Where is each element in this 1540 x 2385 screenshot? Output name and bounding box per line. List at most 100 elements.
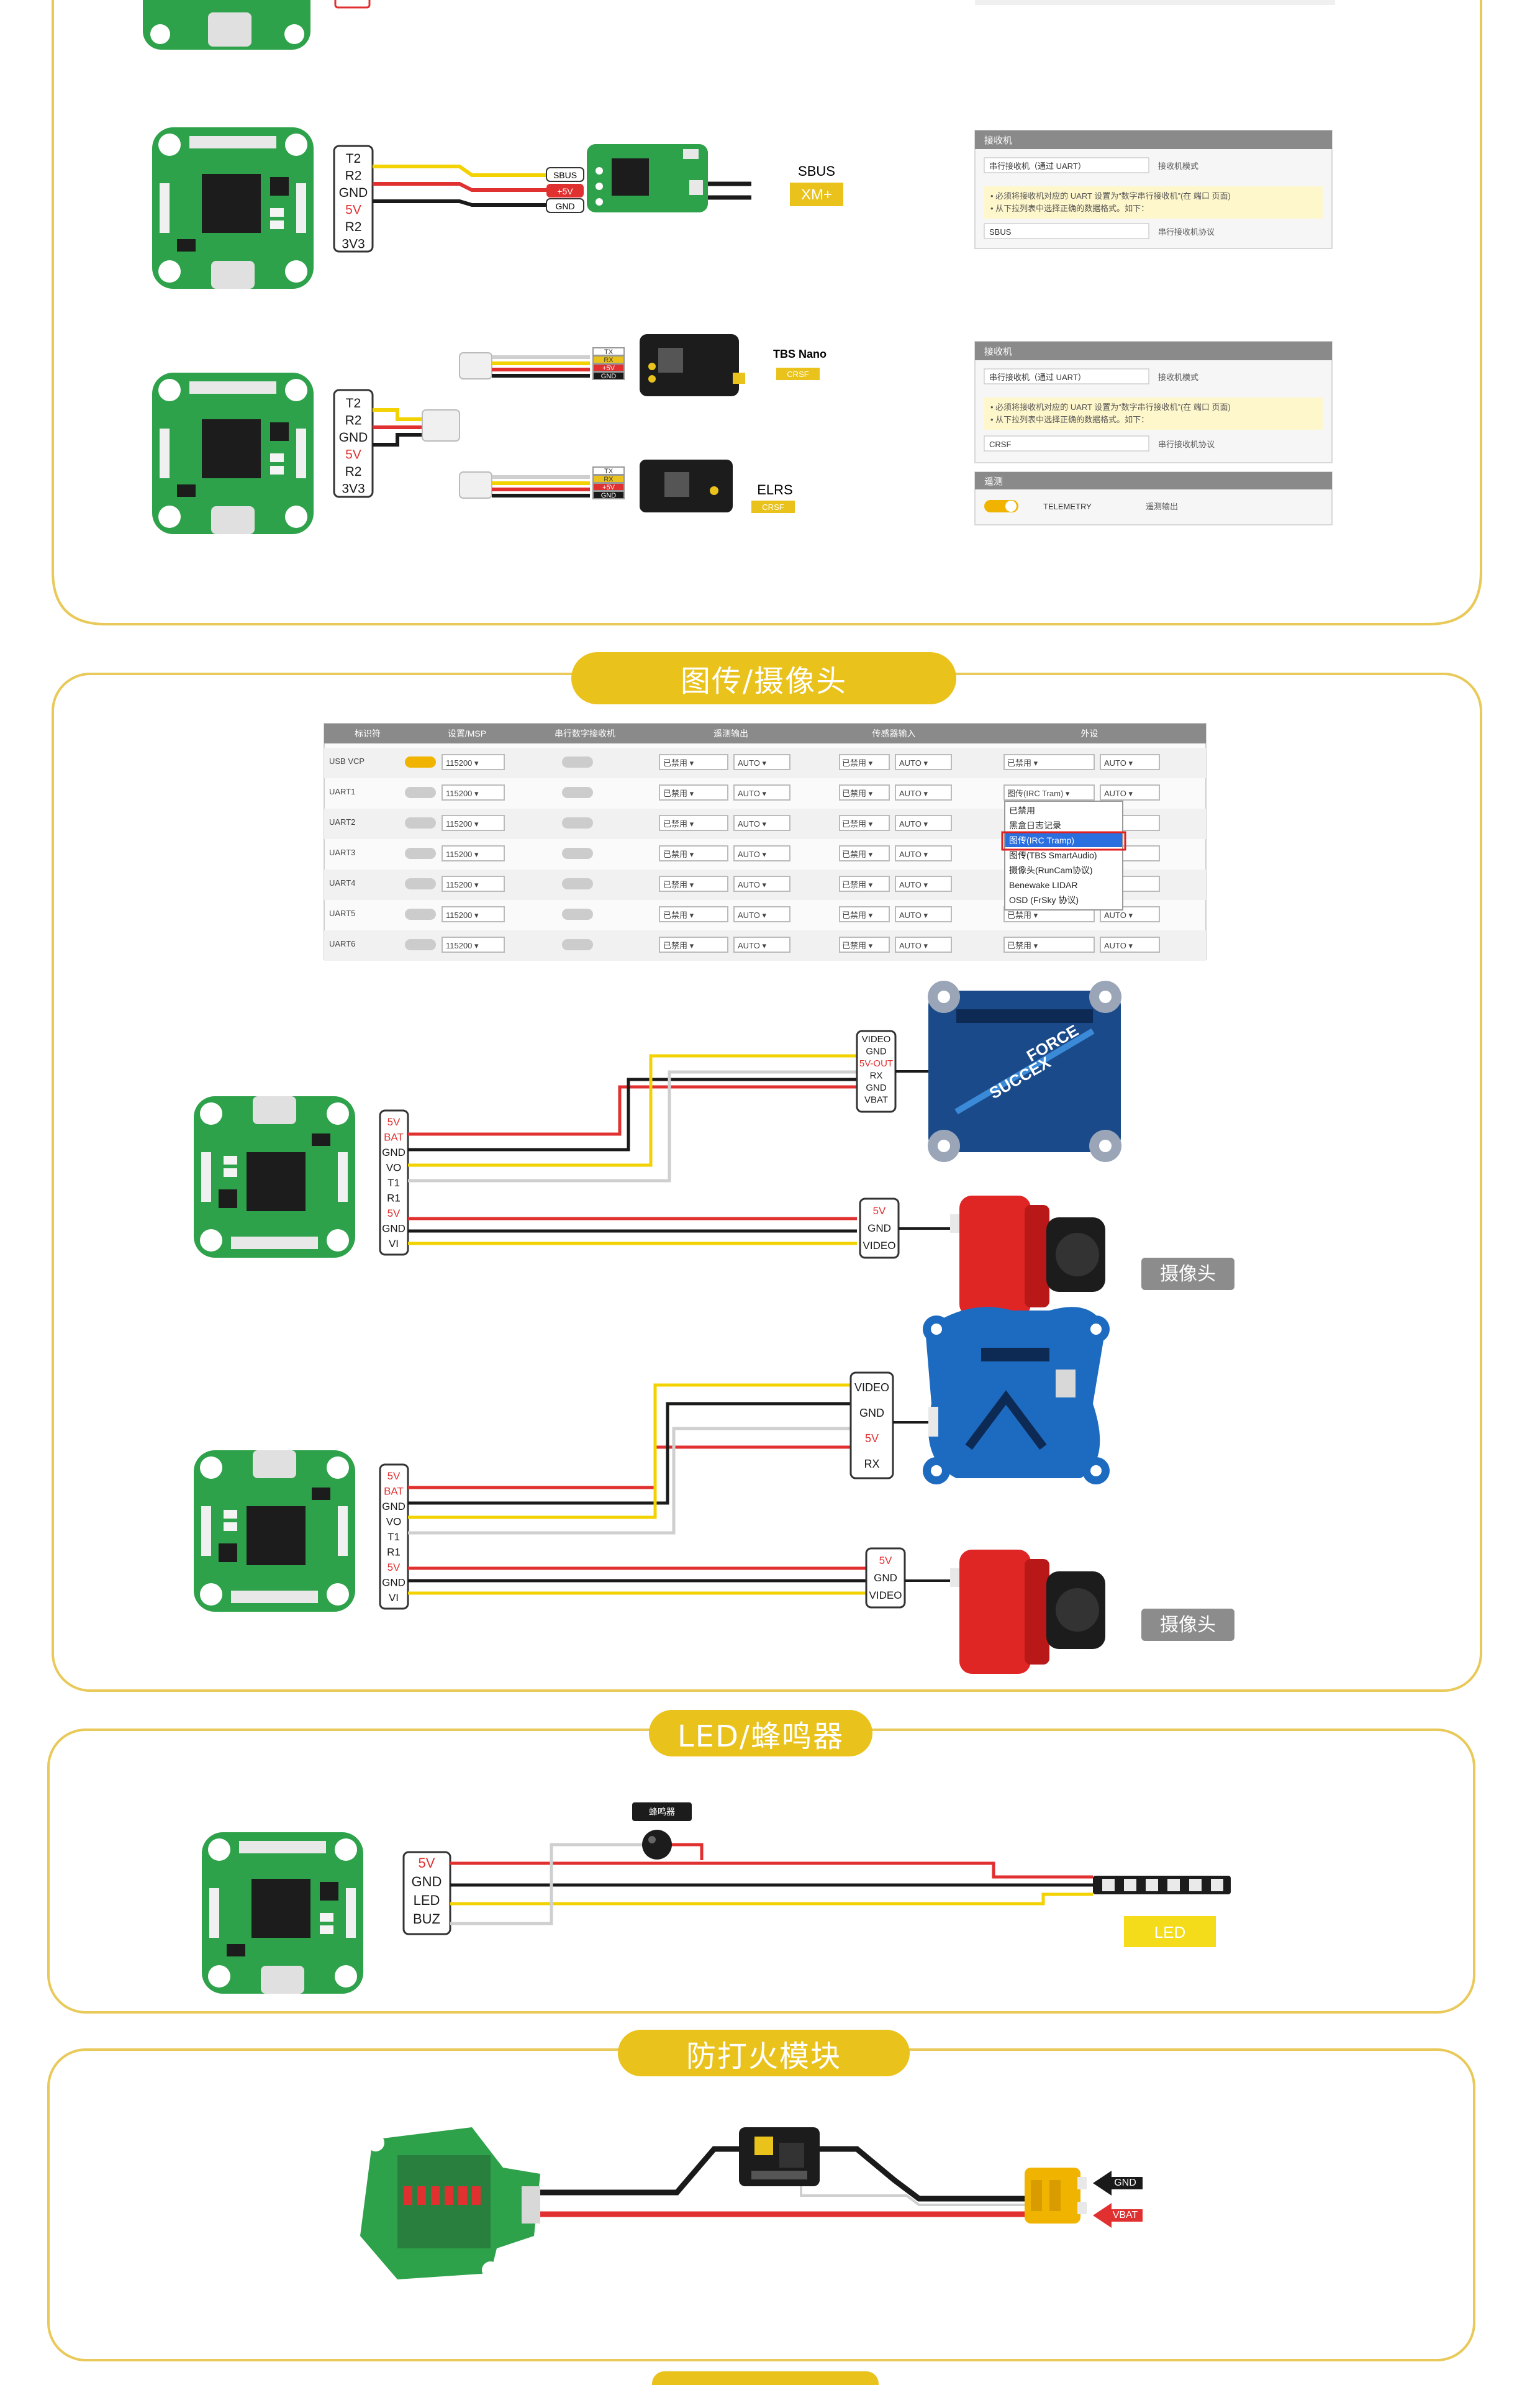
- msp-toggle[interactable]: [405, 756, 436, 768]
- baud-value: 115200 ▾: [446, 941, 479, 950]
- sensor-select: [839, 784, 890, 801]
- fc-pin-label: VO: [386, 1516, 402, 1528]
- svg-text:串行接收机（通过 UART）: 串行接收机（通过 UART）: [989, 161, 1086, 171]
- section-banner-led: LED/蜂鸣器: [649, 1710, 872, 1756]
- sensor-baud: AUTO ▾: [899, 819, 928, 829]
- fc-pin-label: 3V3: [342, 482, 365, 496]
- crsf-pin-label: TX: [604, 468, 614, 475]
- sensor-value: 已禁用 ▾: [842, 819, 873, 829]
- peripheral-baud-select: [1100, 937, 1160, 953]
- fc-pin-label: R2: [345, 414, 362, 428]
- baud-value: 115200 ▾: [446, 850, 479, 859]
- receiver-config-panel-crsf: 接收机 串行接收机（通过 UART） 接收机模式 • 必须将接收机对应的 UAR…: [974, 341, 1333, 463]
- vtx-succex-force: SUCCEX FORCE: [928, 981, 1121, 1162]
- camera-1: [950, 1196, 1105, 1317]
- serial-rx-toggle[interactable]: [562, 848, 593, 859]
- fc-board-led: [202, 1832, 363, 1994]
- sbus-wires: [373, 165, 546, 207]
- serial-rx-toggle[interactable]: [562, 817, 593, 829]
- msp-toggle[interactable]: [405, 817, 436, 829]
- svg-text:• 从下拉列表中选择正确的数据格式。如下：: • 从下拉列表中选择正确的数据格式。如下：: [990, 204, 1149, 213]
- svg-text:CRSF: CRSF: [989, 440, 1011, 449]
- sbus-receiver: [587, 144, 751, 212]
- table-header: 串行数字接收机: [555, 729, 615, 738]
- peripheral-baud-select: [1100, 784, 1160, 801]
- elrs-badge: CRSF: [762, 502, 784, 512]
- svg-text:TELEMETRY: TELEMETRY: [1043, 502, 1092, 511]
- sensor-select: [839, 754, 890, 770]
- table-header: 传感器输入: [872, 729, 916, 738]
- dropdown-option: 已禁用: [1009, 806, 1035, 815]
- fc-pin-label: BAT: [384, 1486, 404, 1497]
- sensor-baud-select: [895, 815, 952, 831]
- tbs-badge: CRSF: [787, 370, 808, 379]
- sensor-baud: AUTO ▾: [899, 789, 928, 798]
- table-header: 标识符: [355, 729, 381, 738]
- sensor-select: [839, 876, 890, 892]
- fc-board-vtx2: [194, 1450, 355, 1612]
- msp-toggle[interactable]: [405, 787, 436, 798]
- crsf-pin-label: +5V: [602, 365, 615, 372]
- serial-rx-toggle[interactable]: [562, 909, 593, 920]
- baud-value: 115200 ▾: [446, 819, 479, 829]
- table-header: 外设: [1081, 729, 1098, 738]
- svg-text:串行接收机协议: 串行接收机协议: [1158, 440, 1215, 449]
- telemetry-baud-select: [733, 815, 790, 831]
- baud-select: [442, 784, 505, 801]
- sensor-baud-select: [895, 906, 952, 922]
- receiver-panel-border: [52, 0, 1482, 625]
- fc-board-top-partial: [143, 0, 1335, 50]
- buzzer: 蜂鸣器: [632, 1802, 692, 1860]
- telemetry-value: 已禁用 ▾: [663, 758, 694, 768]
- crsf-pin-label: GND: [601, 492, 617, 499]
- serial-rx-toggle[interactable]: [562, 878, 593, 889]
- vtx-pin-label: 5V-OUT: [859, 1058, 893, 1069]
- serial-rx-toggle[interactable]: [562, 939, 593, 950]
- table-cell-id: UART2: [329, 817, 355, 827]
- fc-pin-label: GND: [339, 430, 368, 445]
- svg-text:接收机: 接收机: [984, 347, 1012, 357]
- peripheral-select: [1003, 754, 1095, 770]
- camera-pin-label: GND: [874, 1572, 897, 1584]
- led-buzzer-wires: [450, 1843, 1093, 1925]
- svg-text:GND: GND: [555, 201, 574, 211]
- fc-board-crsf: [152, 373, 314, 534]
- sensor-value: 已禁用 ▾: [842, 880, 873, 889]
- tbs-nano-label: TBS Nano: [773, 348, 827, 360]
- sensor-baud: AUTO ▾: [899, 941, 928, 950]
- sensor-value: 已禁用 ▾: [842, 758, 873, 768]
- fc-pin-label: BUZ: [413, 1911, 440, 1927]
- peripheral-value: 已禁用 ▾: [1007, 911, 1038, 920]
- table-cell-id: UART4: [329, 878, 355, 888]
- fc-board-vtx1: [194, 1096, 355, 1258]
- msp-toggle[interactable]: [405, 909, 436, 920]
- telemetry-baud: AUTO ▾: [738, 819, 766, 829]
- camera-2: [950, 1550, 1105, 1674]
- sensor-select: [839, 845, 890, 861]
- telemetry-baud: AUTO ▾: [738, 758, 766, 768]
- table-cell-id: UART6: [329, 939, 355, 948]
- vtx-pin-label: GND: [866, 1047, 887, 1057]
- baud-value: 115200 ▾: [446, 789, 479, 798]
- msp-toggle[interactable]: [405, 878, 436, 889]
- fc-pin-label: GND: [382, 1147, 405, 1158]
- baud-value: 115200 ▾: [446, 880, 479, 889]
- peripheral-select: [1003, 784, 1095, 801]
- fc-pin-label: R2: [345, 220, 362, 234]
- telemetry-value: 已禁用 ▾: [663, 850, 694, 859]
- crsf-pin-label: RX: [604, 357, 614, 364]
- sensor-baud: AUTO ▾: [899, 911, 928, 920]
- serial-rx-toggle[interactable]: [562, 756, 593, 768]
- xt-connector: [1025, 2168, 1087, 2224]
- msp-toggle[interactable]: [405, 848, 436, 859]
- msp-toggle[interactable]: [405, 939, 436, 950]
- telemetry-select: [659, 876, 728, 892]
- sensor-baud-select: [895, 754, 952, 770]
- sbus-badge: XM+: [801, 186, 832, 203]
- serial-rx-toggle[interactable]: [562, 787, 593, 798]
